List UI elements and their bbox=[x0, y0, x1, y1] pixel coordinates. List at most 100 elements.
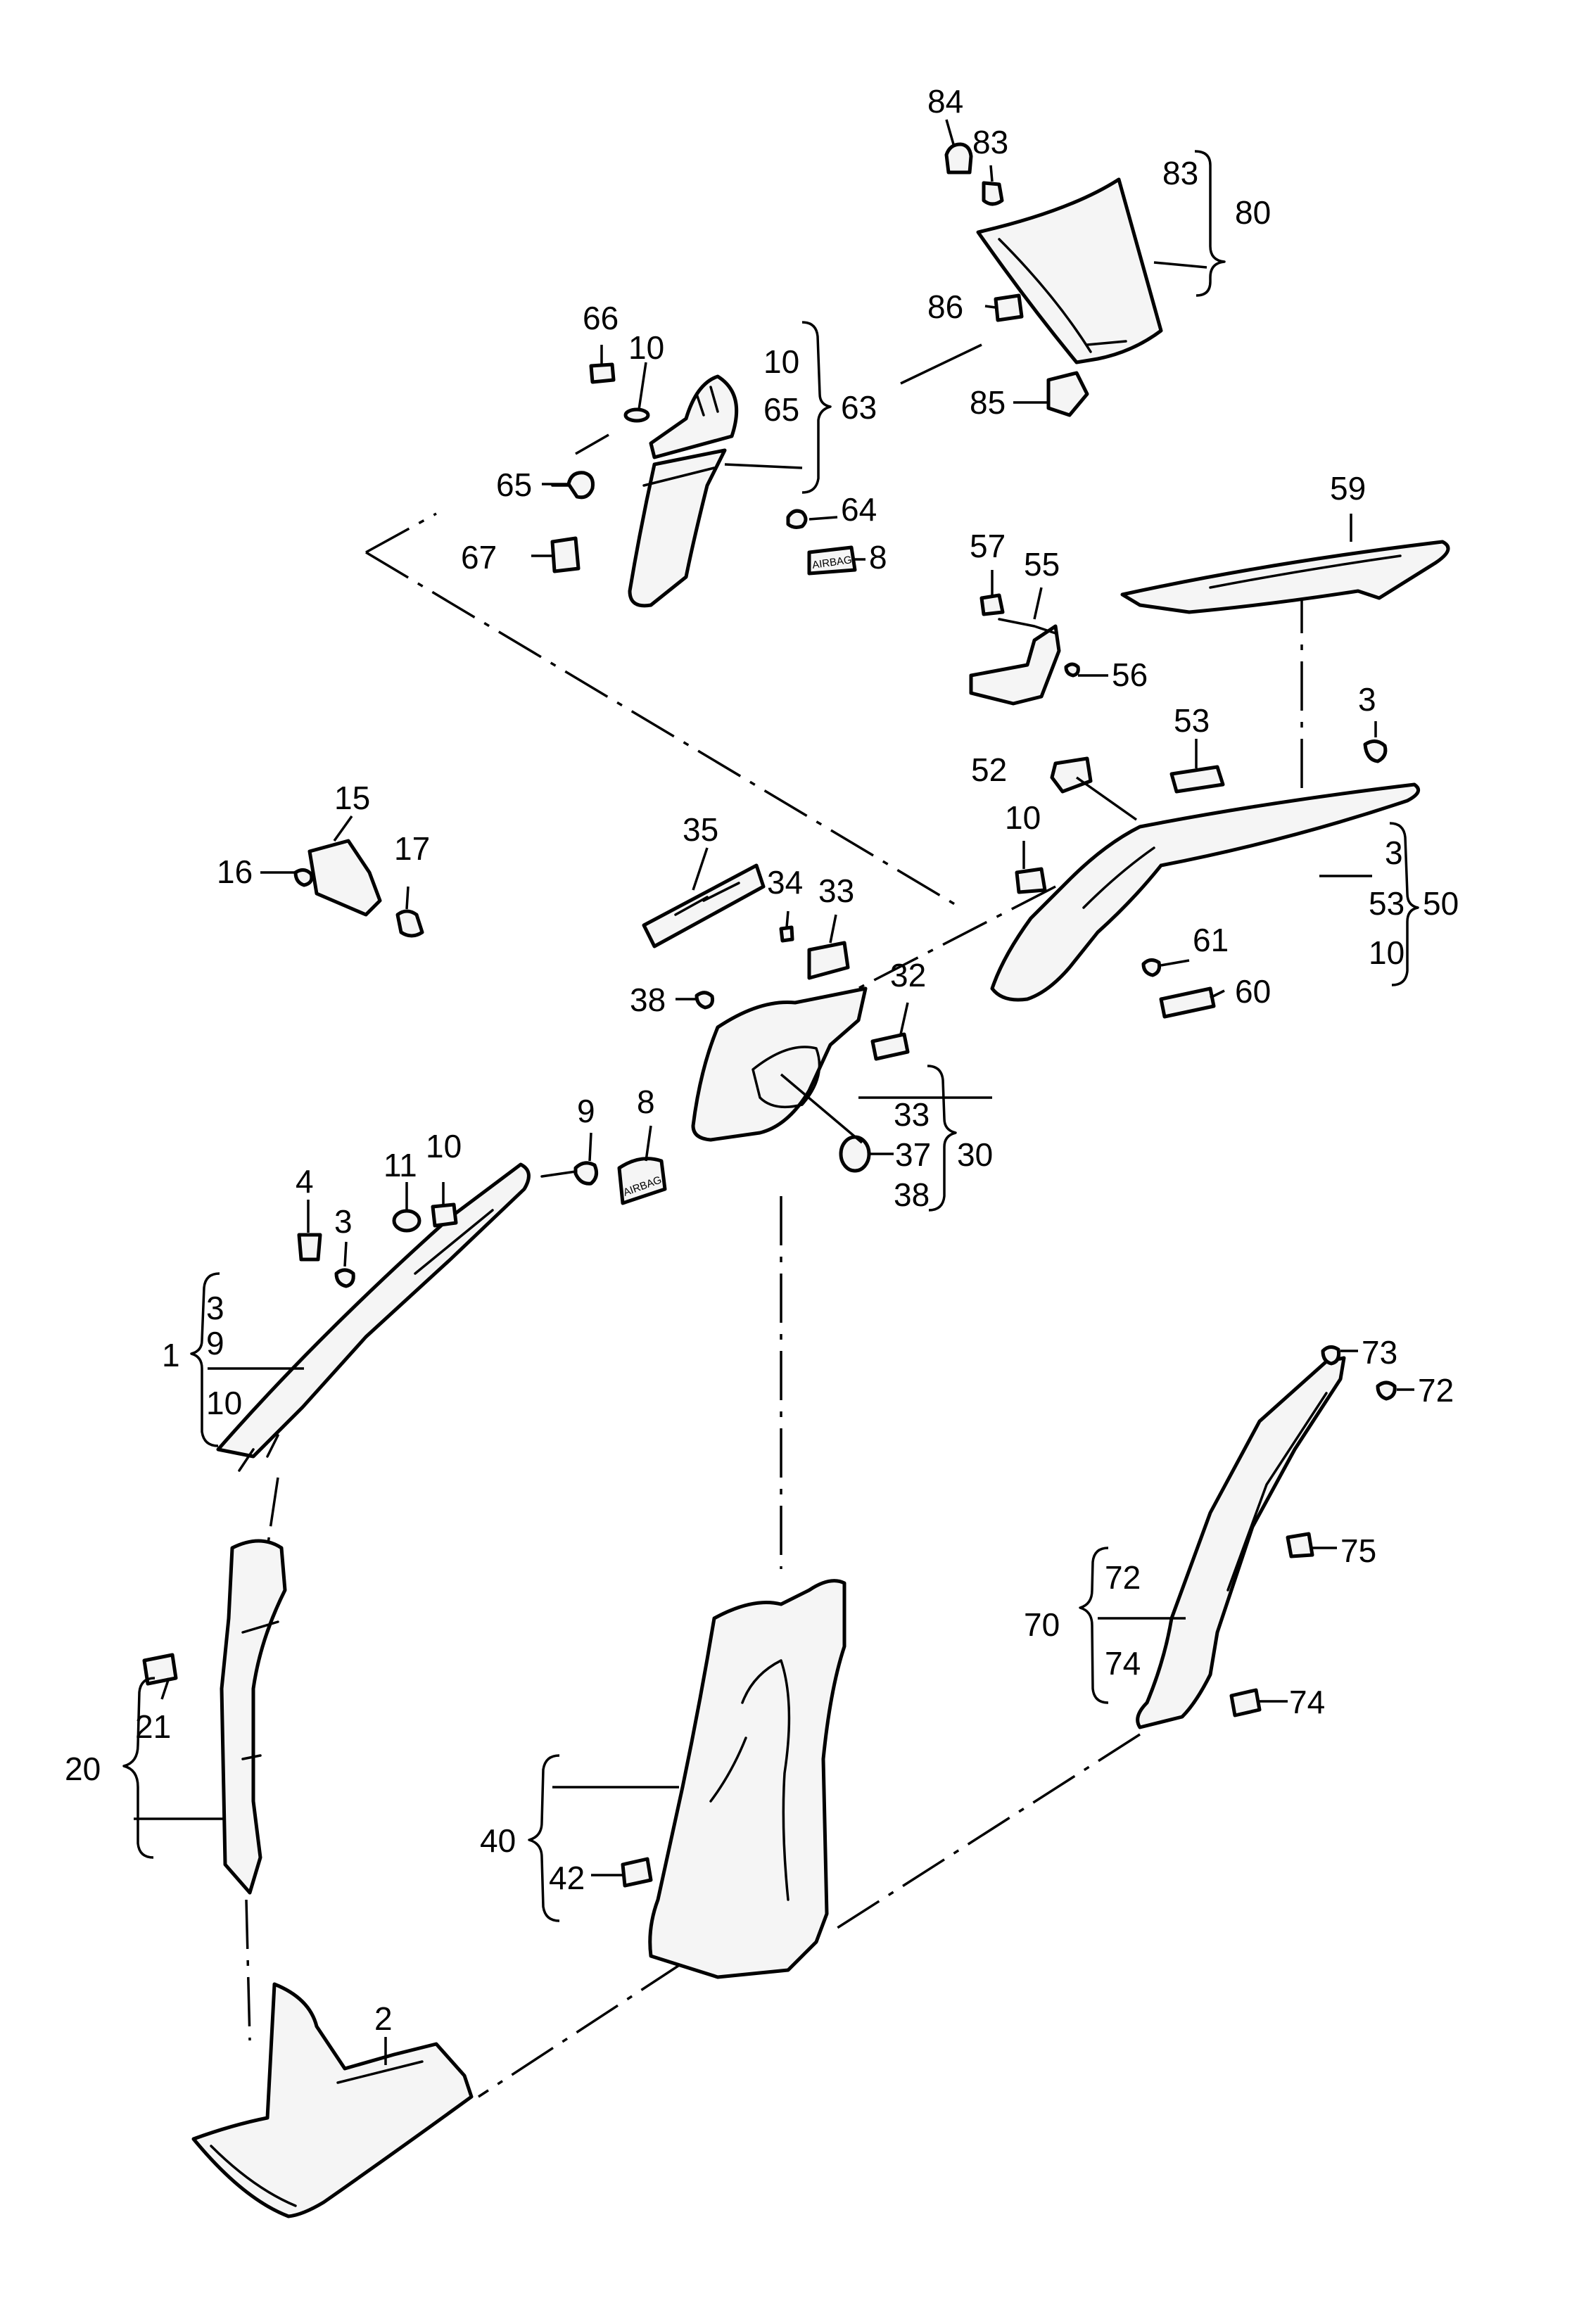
callout-numbers: 84 83 83 80 86 85 66 10 10 65 63 65 64 6… bbox=[65, 83, 1459, 2037]
bracket-55 bbox=[969, 618, 1061, 706]
callout-34: 34 bbox=[767, 864, 803, 901]
callout-72: 72 bbox=[1418, 1372, 1454, 1409]
airbag-cap-8-upper bbox=[807, 545, 857, 576]
screw-83 bbox=[982, 181, 1004, 206]
callout-15: 15 bbox=[334, 780, 370, 816]
clip-42 bbox=[621, 1857, 653, 1888]
clip-75 bbox=[1286, 1532, 1314, 1558]
callout-85: 85 bbox=[970, 384, 1006, 421]
callout-33-brace: 33 bbox=[894, 1096, 930, 1133]
callout-67: 67 bbox=[461, 539, 497, 576]
callout-38-brace: 38 bbox=[894, 1176, 930, 1213]
callout-63: 63 bbox=[841, 389, 877, 426]
part-40-trim bbox=[648, 1579, 846, 1979]
callout-53-upper: 53 bbox=[1174, 702, 1210, 739]
part-59-strip bbox=[1120, 540, 1450, 614]
callout-56: 56 bbox=[1112, 656, 1148, 693]
clip-86 bbox=[994, 293, 1024, 322]
callout-52: 52 bbox=[971, 751, 1007, 788]
callout-74-brace: 74 bbox=[1105, 1645, 1141, 1682]
callout-84: 84 bbox=[927, 83, 963, 120]
callout-42: 42 bbox=[549, 1860, 585, 1896]
part-63-pillar-trim bbox=[628, 374, 739, 608]
part-70-trim bbox=[1136, 1356, 1346, 1729]
clip-57 bbox=[979, 593, 1005, 616]
screw-72 bbox=[1376, 1380, 1397, 1401]
callout-40: 40 bbox=[480, 1822, 516, 1859]
leader-lines bbox=[134, 119, 1414, 2065]
airbag-cap-60 bbox=[1159, 986, 1216, 1019]
callout-53-brace: 53 bbox=[1369, 885, 1404, 922]
callout-10-brace-middle: 10 bbox=[1369, 934, 1404, 971]
callout-3-upper: 3 bbox=[1358, 681, 1376, 718]
callout-83-upper: 83 bbox=[972, 124, 1008, 160]
clip-10-middle-right bbox=[1015, 867, 1047, 894]
screw-61 bbox=[1141, 958, 1162, 977]
callout-65: 65 bbox=[496, 466, 532, 503]
part-35-cover bbox=[642, 863, 766, 948]
part-2-sill-trim bbox=[191, 1982, 474, 2218]
part-50-pillar-trim bbox=[990, 782, 1421, 1002]
callout-21: 21 bbox=[135, 1708, 171, 1745]
callout-20: 20 bbox=[65, 1751, 101, 1787]
cap-53 bbox=[1169, 765, 1225, 794]
braces bbox=[122, 150, 1419, 1922]
screw-38-upper bbox=[695, 991, 714, 1010]
callout-16: 16 bbox=[217, 853, 253, 890]
callout-8-lower: 8 bbox=[637, 1084, 655, 1120]
callout-59: 59 bbox=[1330, 470, 1366, 507]
callout-3-brace: 3 bbox=[1385, 834, 1403, 871]
screw-56 bbox=[1064, 662, 1080, 678]
screw-34 bbox=[779, 925, 794, 943]
screw-65 bbox=[551, 471, 595, 500]
assembly-lines bbox=[245, 512, 1303, 2098]
clip-3-upper-right bbox=[1363, 739, 1388, 763]
screw-16 bbox=[293, 868, 314, 887]
callout-70: 70 bbox=[1024, 1606, 1060, 1643]
clip-85 bbox=[1046, 371, 1089, 417]
callout-64: 64 bbox=[841, 491, 877, 528]
callout-30: 30 bbox=[957, 1136, 993, 1173]
screw-3-lower bbox=[334, 1268, 355, 1288]
washer-10-upper bbox=[623, 407, 650, 423]
callout-61: 61 bbox=[1193, 922, 1229, 958]
callout-55: 55 bbox=[1024, 546, 1060, 583]
callout-60: 60 bbox=[1235, 973, 1271, 1010]
screw-64 bbox=[786, 509, 808, 529]
callout-32: 32 bbox=[890, 957, 926, 993]
callout-1: 1 bbox=[162, 1337, 180, 1373]
cap-37 bbox=[839, 1135, 871, 1173]
callout-83-brace: 83 bbox=[1162, 155, 1198, 191]
callout-9-upper: 9 bbox=[577, 1093, 595, 1129]
callout-66: 66 bbox=[583, 300, 619, 336]
clip-84 bbox=[944, 142, 973, 174]
clip-52 bbox=[1050, 756, 1093, 794]
clip-73 bbox=[1321, 1345, 1340, 1366]
callout-2: 2 bbox=[374, 2000, 393, 2037]
screw-9-airbag bbox=[540, 1161, 599, 1186]
callout-33-upper: 33 bbox=[818, 872, 854, 909]
part-1-a-pillar-trim bbox=[216, 1162, 531, 1472]
callout-57: 57 bbox=[970, 528, 1006, 564]
part-80-trim-panel bbox=[976, 177, 1163, 364]
callout-17: 17 bbox=[394, 830, 430, 867]
callout-3-lower: 3 bbox=[334, 1203, 353, 1240]
cap-32 bbox=[870, 1032, 910, 1061]
part-30-trim bbox=[691, 986, 868, 1142]
callout-10-middle: 10 bbox=[1005, 799, 1041, 836]
clip-17 bbox=[395, 909, 424, 938]
callout-73: 73 bbox=[1362, 1334, 1397, 1371]
callout-10-brace-lower: 10 bbox=[206, 1385, 242, 1421]
clip-4 bbox=[297, 1233, 322, 1262]
callout-11: 11 bbox=[383, 1147, 417, 1183]
callout-35: 35 bbox=[683, 811, 718, 848]
callout-86: 86 bbox=[927, 288, 963, 325]
callout-10-lower: 10 bbox=[426, 1128, 462, 1164]
bracket-15 bbox=[307, 839, 382, 917]
callout-8-upper: 8 bbox=[869, 539, 887, 576]
callout-9-brace: 9 bbox=[206, 1325, 224, 1361]
callout-50: 50 bbox=[1423, 885, 1459, 922]
callout-72-brace: 72 bbox=[1105, 1559, 1141, 1596]
callout-4: 4 bbox=[296, 1163, 314, 1200]
